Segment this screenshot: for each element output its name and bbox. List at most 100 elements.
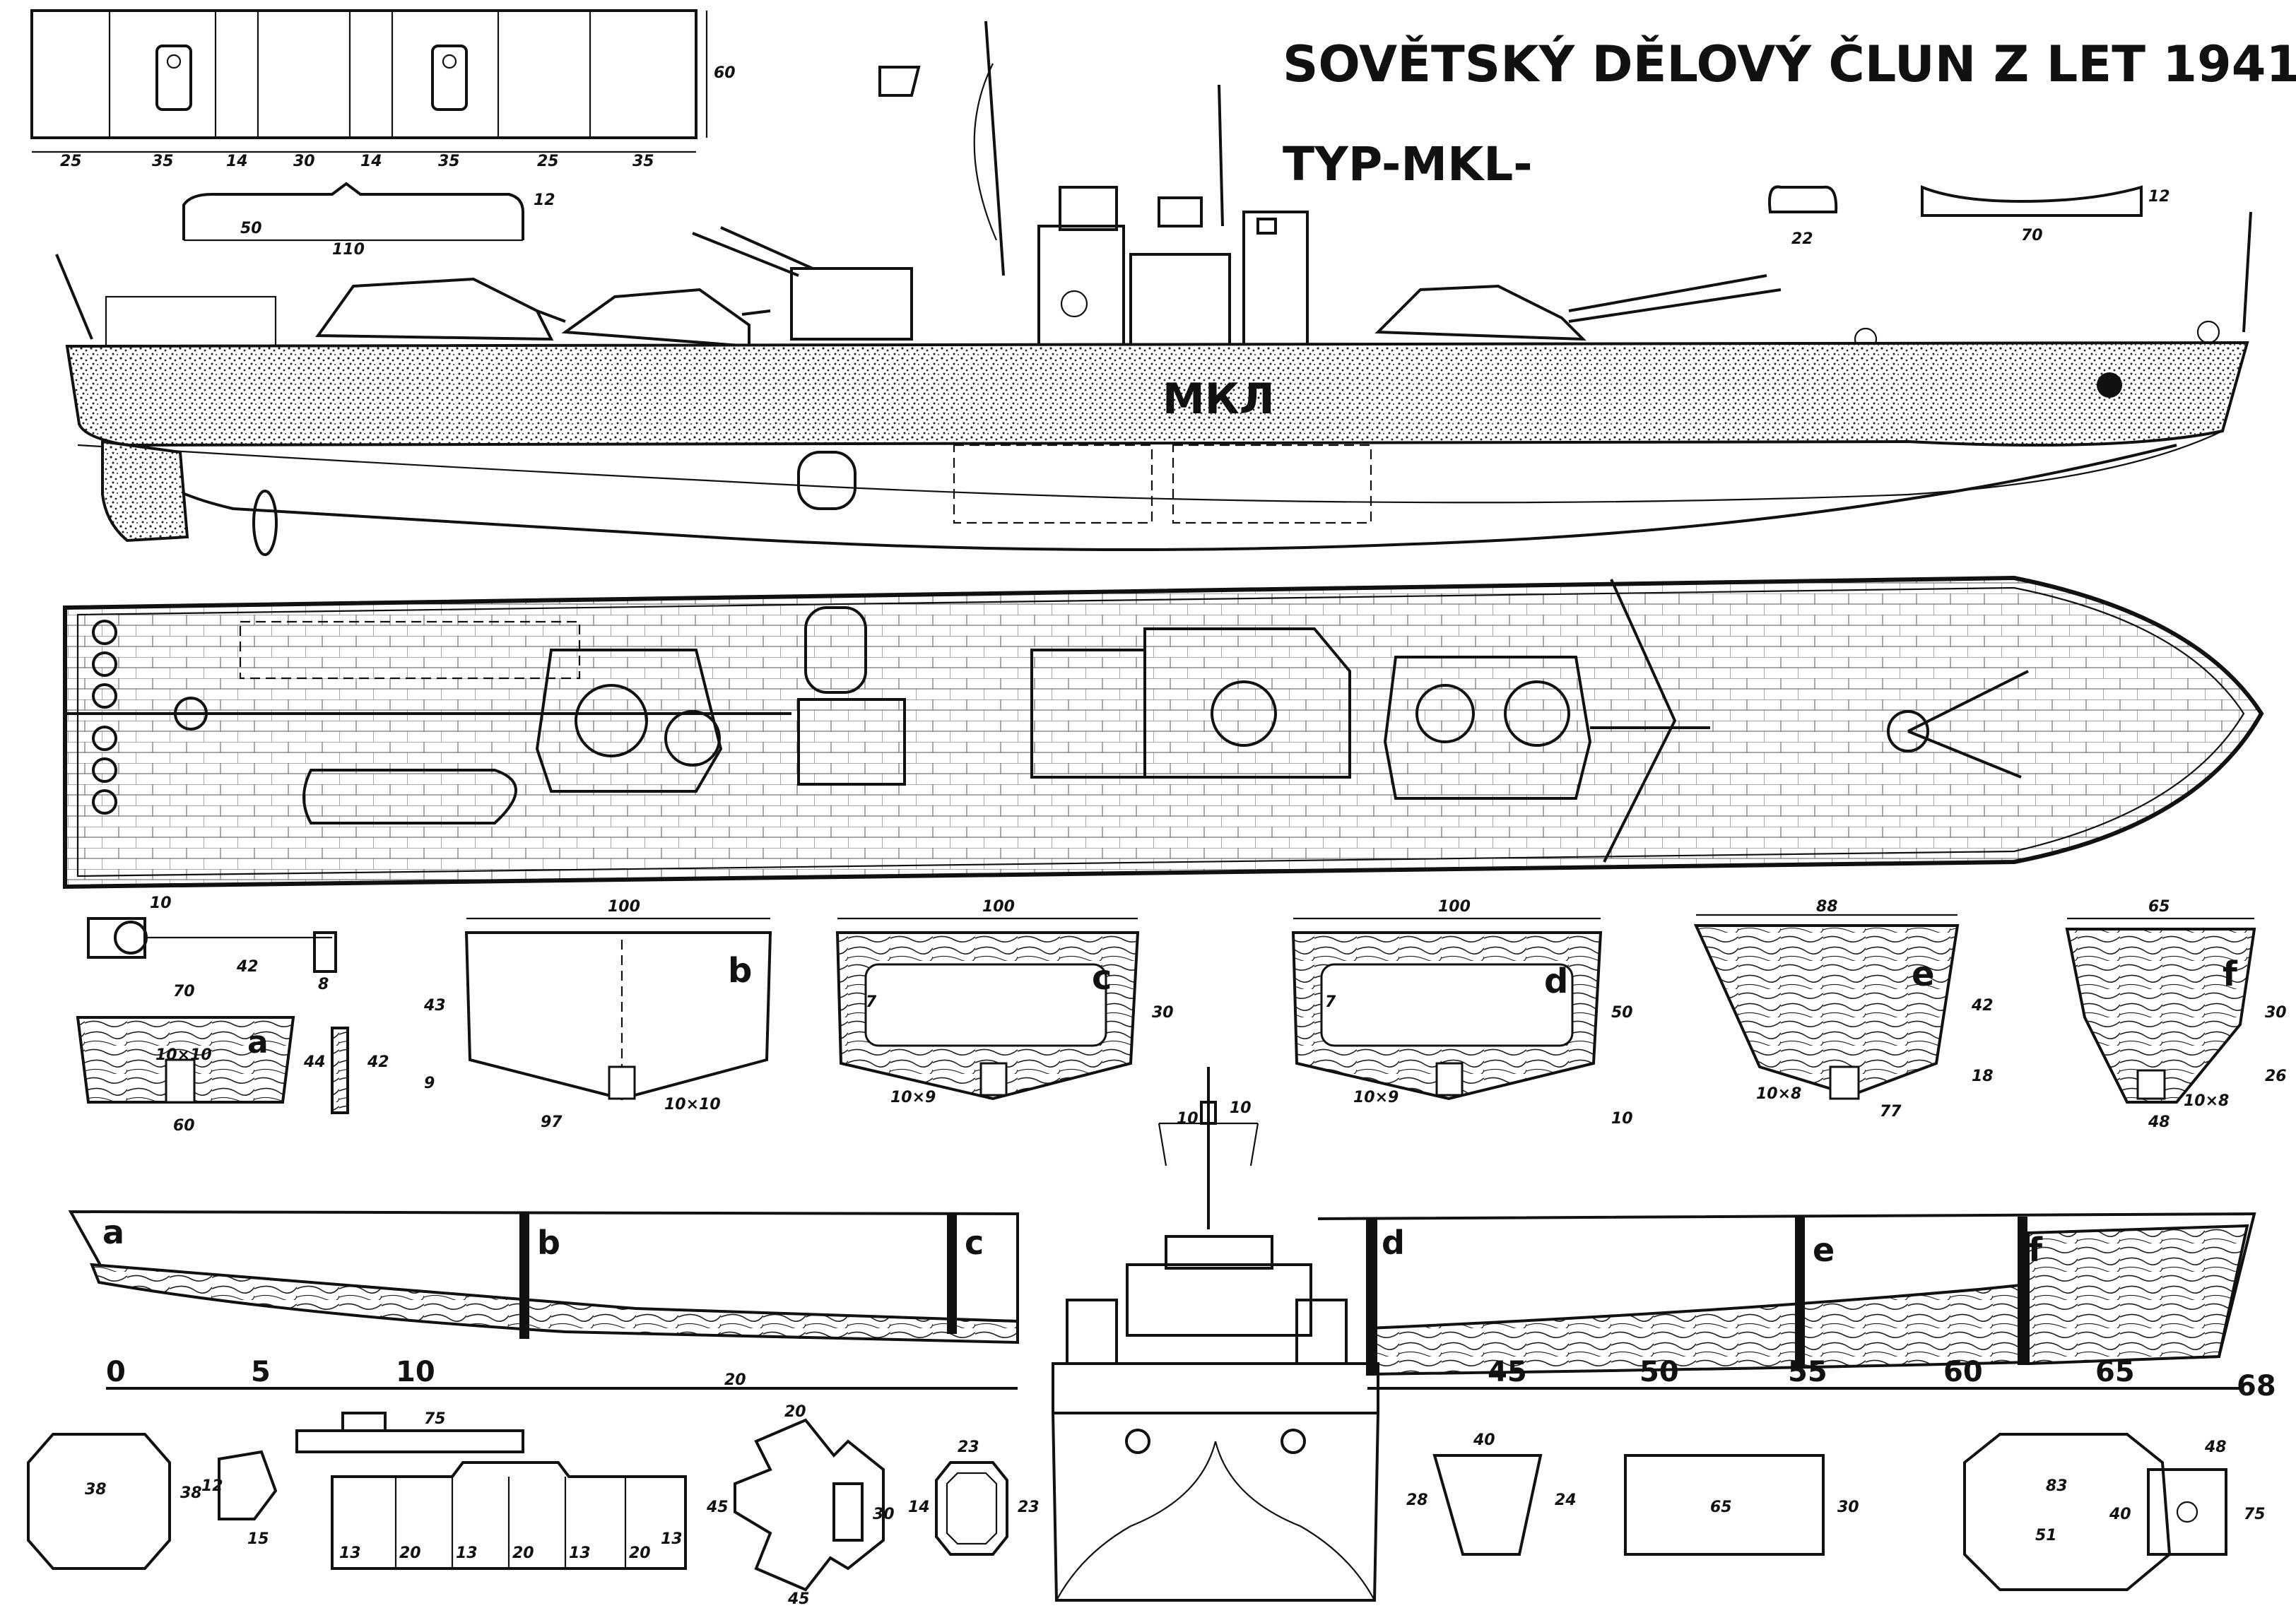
mast-dim-1: 10 xyxy=(1230,1099,1252,1117)
frame-c-label: c xyxy=(1092,958,1112,998)
gun-mount-part: 75 xyxy=(295,1410,524,1453)
frame-e-dim-3: 10×8 xyxy=(1756,1085,1801,1103)
top-panel-height: 60 xyxy=(714,64,736,82)
scale-50: 50 xyxy=(1639,1356,1679,1388)
boat-cover-dim-0: 50 xyxy=(240,220,262,237)
top-panel-dim-4: 14 xyxy=(360,153,382,170)
boat-cover-height: 12 xyxy=(534,191,555,209)
right-boat-detail: 70 12 xyxy=(1921,185,2170,244)
frame-d-dim-3: 10 xyxy=(1611,1110,1633,1128)
aa-gun-mount xyxy=(790,267,913,341)
frame-b-dim-1: 43 xyxy=(423,997,446,1015)
frame-b-label: b xyxy=(728,951,752,991)
hull-marking: МКЛ xyxy=(1162,374,1275,424)
deck-turret-fore xyxy=(1383,656,1592,800)
top-panel-dim-3: 30 xyxy=(293,153,315,170)
frame-f-dim-4: 48 xyxy=(2148,1113,2170,1131)
strip-dim-2: 13 xyxy=(456,1544,478,1562)
box-part: 48 75 83 51 40 xyxy=(1963,1433,2266,1591)
box-dim-3: 51 xyxy=(2035,1527,2057,1544)
frame-a-dim-0: 10 xyxy=(150,894,172,912)
scale-60: 60 xyxy=(1943,1356,1983,1388)
fore-turret xyxy=(1374,284,1587,341)
frame-a-dim-3: 70 xyxy=(173,983,195,1000)
frame-e-dim-0: 88 xyxy=(1816,898,1838,916)
box-dim-0: 48 xyxy=(2204,1438,2227,1456)
strip-dim-0: 13 xyxy=(339,1544,361,1562)
side-profile: МКЛ xyxy=(55,20,2252,556)
frame-d-detail: 100 7 50 10 10×9 d xyxy=(1291,898,1633,1128)
frame-a-dim-5: 60 xyxy=(173,1117,195,1135)
bottom-small-part: 12 15 xyxy=(201,1450,278,1548)
box-dim-2: 83 xyxy=(2046,1477,2068,1495)
frame-e-detail: 88 42 18 10×8 77 e xyxy=(1693,898,1994,1121)
gun-mount-dim: 75 xyxy=(424,1410,446,1428)
cross-dim-0: 20 xyxy=(784,1403,806,1421)
frame-f-dim-3: 10×8 xyxy=(2184,1092,2229,1110)
deck-cabin xyxy=(1143,627,1351,779)
scale-68: 68 xyxy=(2237,1370,2276,1402)
hatch-dim-0: 23 xyxy=(958,1438,979,1456)
octagon-dim-0: 38 xyxy=(85,1481,107,1499)
frame-f-dim-0: 65 xyxy=(2148,898,2170,916)
cross-part: 20 45 30 45 xyxy=(706,1403,895,1608)
octagon-dim-1: 38 xyxy=(180,1484,202,1502)
hull-side xyxy=(65,341,2249,447)
frame-b-dim-0: 100 xyxy=(608,898,640,916)
hatch-dim-2: 14 xyxy=(908,1499,930,1516)
top-panel-dim-2: 14 xyxy=(226,153,248,170)
frame-b-dim-3: 97 xyxy=(541,1113,563,1131)
trap-dim-0: 40 xyxy=(1473,1431,1495,1449)
boat-cover-dim-1: 110 xyxy=(332,241,365,259)
strip-dim-1: 20 xyxy=(399,1544,421,1562)
deck-aa-mount xyxy=(804,606,867,694)
propeller xyxy=(252,490,278,556)
strip-dim-5: 20 xyxy=(629,1544,651,1562)
frame-a-dim-2: 8 xyxy=(318,976,329,993)
frame-f-dim-1: 30 xyxy=(2265,1004,2287,1022)
frame-f-dim-2: 26 xyxy=(2265,1068,2287,1085)
aft-turret-1 xyxy=(315,277,554,341)
frame-d-dim-2: 50 xyxy=(1611,1004,1633,1022)
aft-turret-2 xyxy=(561,288,750,348)
strip-dim-4: 13 xyxy=(569,1544,591,1562)
small-boat-dim: 22 xyxy=(1791,230,1813,248)
hatch-dim-1: 23 xyxy=(1018,1499,1040,1516)
trap-dim-1: 28 xyxy=(1406,1491,1428,1509)
rudder-block xyxy=(101,439,189,543)
keel-label-f: f xyxy=(2028,1231,2043,1269)
frame-d-dim-0: 100 xyxy=(1438,898,1471,916)
keel-left: a b c 0 5 10 20 xyxy=(68,1210,1019,1390)
top-panel-dim-7: 35 xyxy=(632,153,654,170)
keel-label-a: a xyxy=(102,1213,124,1251)
bottom-octagon-part: 38 38 xyxy=(27,1433,202,1570)
frame-a-dim-4: 10×10 xyxy=(155,1046,212,1064)
frame-e-dim-4: 77 xyxy=(1880,1103,1902,1121)
scale-45: 45 xyxy=(1488,1356,1527,1388)
scale-65: 65 xyxy=(2095,1356,2135,1388)
trap-dim-2: 24 xyxy=(1555,1491,1577,1509)
frame-a-dim-1: 42 xyxy=(236,958,259,976)
frame-c-detail: 100 7 30 10×9 c xyxy=(835,898,1174,1106)
main-mast xyxy=(984,20,1005,276)
frame-f-detail: 65 30 26 10×8 48 f xyxy=(2065,898,2287,1131)
frame-e-dim-2: 18 xyxy=(1972,1068,1994,1085)
frame-b-dim-4: 10×10 xyxy=(664,1096,721,1113)
scale-5: 5 xyxy=(251,1356,271,1388)
deck-plan xyxy=(63,575,2264,890)
frame-b-dim-2: 9 xyxy=(424,1075,435,1092)
frame-c-dim-0: 100 xyxy=(982,898,1015,916)
plan-title: SOVĚTSKÝ DĚLOVÝ ČLUN Z LET 1941-45 xyxy=(1283,35,2296,93)
trapezoid-part: 40 28 24 xyxy=(1406,1431,1577,1556)
keel-label-e: e xyxy=(1813,1231,1835,1269)
box-dim-1: 75 xyxy=(2244,1506,2266,1523)
deck-turret-aft xyxy=(535,649,723,793)
rect-dim-1: 30 xyxy=(1837,1499,1859,1516)
small-part-dim-1: 15 xyxy=(247,1530,269,1548)
box-dim-4: 40 xyxy=(2109,1506,2131,1523)
frame-e-dim-1: 42 xyxy=(1971,997,1994,1015)
frame-a-detail: 10 42 8 70 10×10 60 44 42 a xyxy=(76,894,389,1135)
top-panel-dim-5: 35 xyxy=(438,153,460,170)
frame-a-label: a xyxy=(247,1024,269,1060)
deck-boat xyxy=(302,769,517,825)
